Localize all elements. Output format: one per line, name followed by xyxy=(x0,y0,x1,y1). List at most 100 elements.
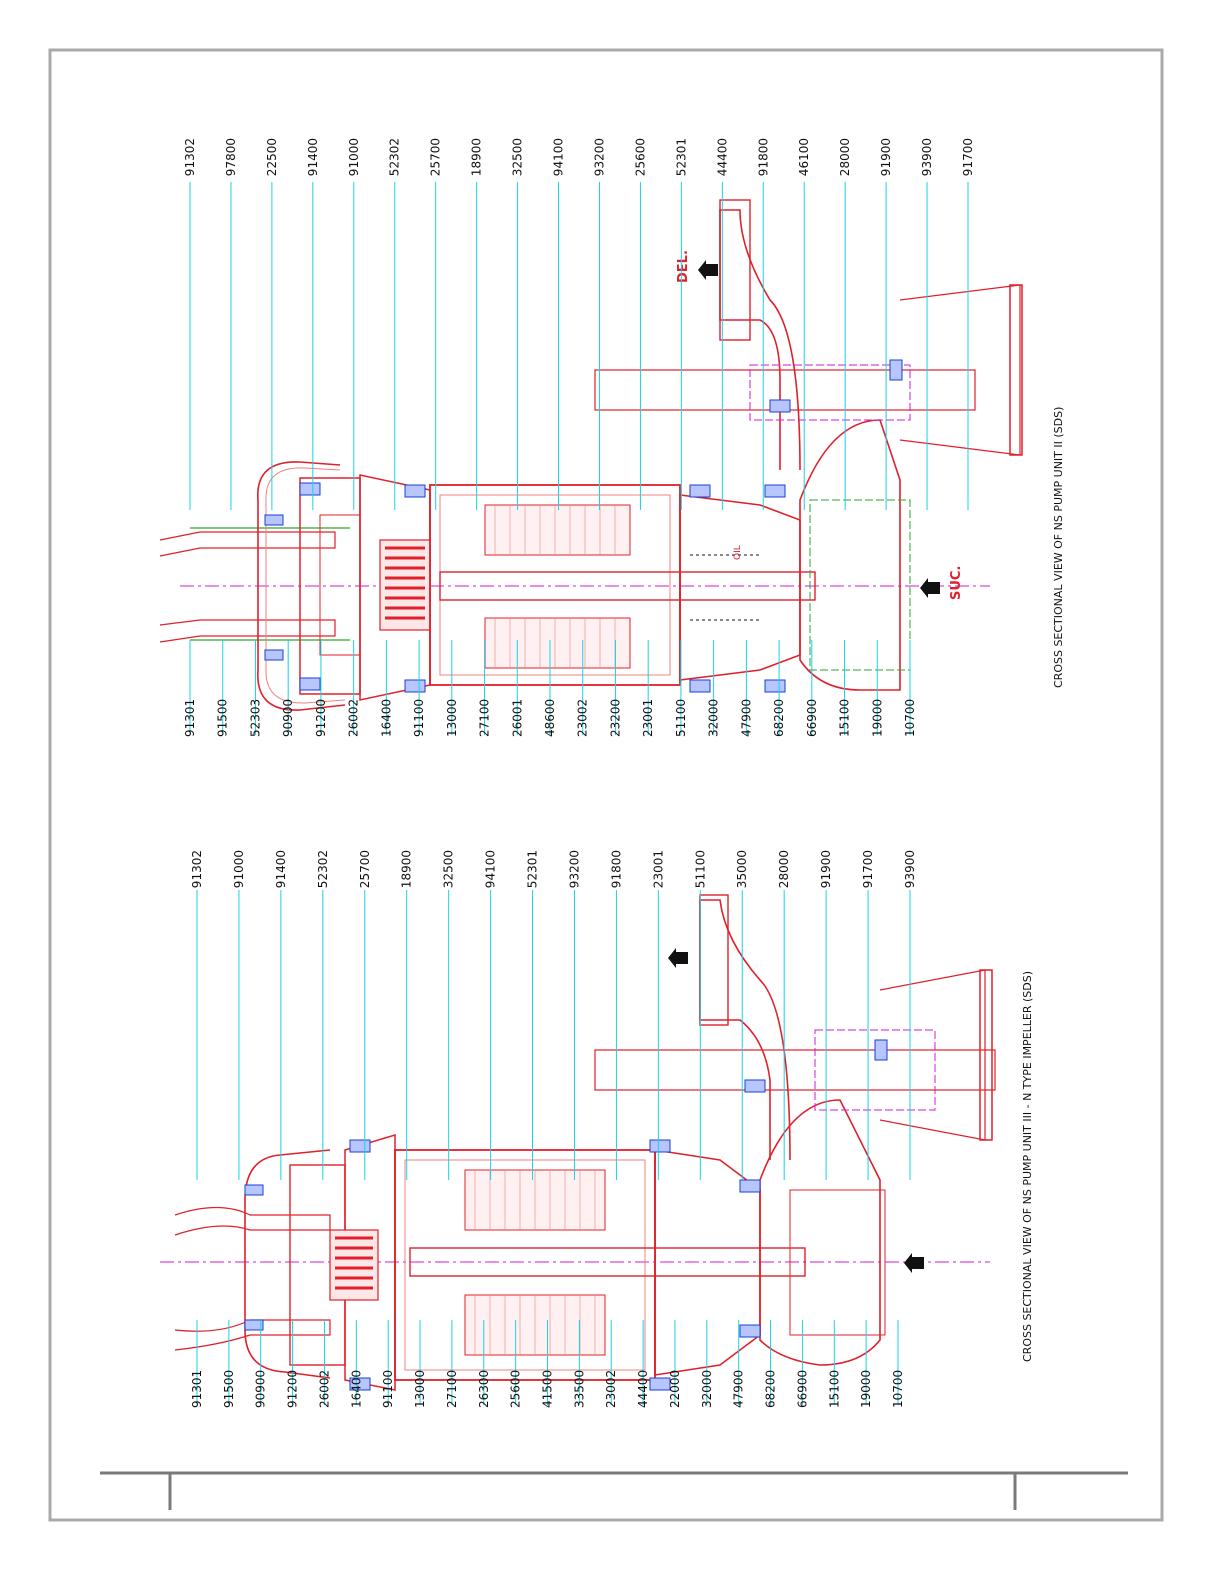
unit-ii-bottom-part-label: 66900 xyxy=(805,699,819,737)
sheet-border xyxy=(48,48,1164,1522)
unit-iii-top-part-label: 93200 xyxy=(567,850,581,888)
unit-ii-top-part-label: 91302 xyxy=(183,138,197,176)
unit-ii-bottom-part-label: 51100 xyxy=(674,699,688,737)
unit-iii-top-part-label: 91700 xyxy=(861,850,875,888)
unit-ii-top-part-label: 25600 xyxy=(633,138,647,176)
unit-ii-bottom-part-label: 52303 xyxy=(248,699,262,737)
unit-iii-bottom-part-label: 91301 xyxy=(190,1370,204,1408)
unit-iii-bottom-part-label: 91500 xyxy=(222,1370,236,1408)
unit-iii-shaft xyxy=(409,1247,806,1277)
unit-ii-bottom-part-label: 16400 xyxy=(379,699,393,737)
unit-iii-top-part-label: 52301 xyxy=(526,850,540,888)
unit-iii-top-part-label: 25700 xyxy=(358,850,372,888)
unit-iii-top-part-label: 18900 xyxy=(400,850,414,888)
unit-ii-top-part-label: 91800 xyxy=(756,138,770,176)
unit-ii-top-part-label: 22500 xyxy=(265,138,279,176)
unit-ii-bottom-part-label: 68200 xyxy=(772,699,786,737)
unit-iii-delivery-arrow xyxy=(668,948,688,968)
unit-ii-bottom-part-label: 48600 xyxy=(543,699,557,737)
unit-ii-oil-label: OIL xyxy=(733,545,743,560)
unit-iii-volute-casing xyxy=(759,1099,881,1366)
unit-iii-bottom-part-label: 16400 xyxy=(349,1370,363,1408)
unit-ii-bottom-part-label: 23001 xyxy=(641,699,655,737)
pump-unit-iii-drawing xyxy=(160,894,996,1391)
unit-iii-base xyxy=(879,969,986,1141)
unit-ii-top-part-label: 91900 xyxy=(879,138,893,176)
unit-ii-lifting-bail xyxy=(257,461,346,711)
unit-ii-top-part-label: 52302 xyxy=(388,138,402,176)
unit-ii-bottom-part-label: 90900 xyxy=(281,699,295,737)
unit-iii-top-part-label: 91000 xyxy=(232,850,246,888)
unit-ii-bottom-part-label: 91200 xyxy=(314,699,328,737)
unit-iii-guide-rail xyxy=(594,1049,996,1091)
unit-iii-title: CROSS SECTIONAL VIEW OF NS PUMP UNIT III… xyxy=(1021,971,1034,1362)
unit-iii-bottom-part-label: 10700 xyxy=(891,1370,905,1408)
unit-ii-stator xyxy=(484,504,631,669)
unit-iii-bottom-part-label: 25600 xyxy=(509,1370,523,1408)
leader-lines xyxy=(189,182,969,1405)
unit-ii-top-part-label: 97800 xyxy=(224,138,238,176)
unit-iii-bottom-part-label: 68200 xyxy=(764,1370,778,1408)
unit-ii-bottom-part-label: 27100 xyxy=(478,699,492,737)
unit-iii-bottom-part-label: 41500 xyxy=(541,1370,555,1408)
unit-ii-bottom-part-label: 32000 xyxy=(707,699,721,737)
unit-iii-top-part-label: 93900 xyxy=(903,850,917,888)
unit-iii-bottom-part-label: 27100 xyxy=(445,1370,459,1408)
unit-ii-suction-arrow xyxy=(920,578,940,598)
unit-iii-bottom-part-label: 22000 xyxy=(668,1370,682,1408)
unit-ii-top-part-label: 25700 xyxy=(429,138,443,176)
unit-iii-top-part-label: 94100 xyxy=(484,850,498,888)
unit-ii-terminal-block xyxy=(379,539,431,631)
unit-ii-top-part-label: 93200 xyxy=(592,138,606,176)
unit-ii-top-part-label: 44400 xyxy=(715,138,729,176)
unit-iii-bottom-part-label: 91100 xyxy=(381,1370,395,1408)
unit-ii-bottom-part-label: 15100 xyxy=(838,699,852,737)
unit-iii-bottom-part-label: 19000 xyxy=(859,1370,873,1408)
unit-ii-top-part-label: 52301 xyxy=(674,138,688,176)
unit-iii-bottom-part-label: 44400 xyxy=(636,1370,650,1408)
unit-iii-top-part-label: 51100 xyxy=(693,850,707,888)
unit-ii-base xyxy=(899,284,1021,456)
unit-ii-bottom-part-label: 23002 xyxy=(576,699,590,737)
unit-ii-cables xyxy=(159,527,350,643)
unit-iii-bottom-part-label: 26002 xyxy=(317,1370,331,1408)
unit-ii-bottom-part-label: 47900 xyxy=(739,699,753,737)
unit-iii-suction-arrow xyxy=(904,1253,924,1273)
unit-ii-bottom-part-label: 91500 xyxy=(216,699,230,737)
unit-iii-bottom-part-label: 66900 xyxy=(795,1370,809,1408)
unit-ii-bottom-part-label: 26001 xyxy=(510,699,524,737)
unit-ii-top-part-label: 91700 xyxy=(961,138,975,176)
unit-ii-bottom-part-label: 13000 xyxy=(445,699,459,737)
unit-ii-bottom-part-label: 19000 xyxy=(870,699,884,737)
unit-iii-stator xyxy=(464,1169,606,1356)
unit-iii-bottom-part-label: 23002 xyxy=(604,1370,618,1408)
unit-iii-top-part-label: 23001 xyxy=(651,850,665,888)
unit-iii-lifting-bail xyxy=(244,1149,331,1379)
unit-ii-delivery-label: DEL. xyxy=(676,250,691,283)
unit-ii-top-part-label: 46100 xyxy=(797,138,811,176)
unit-ii-bottom-part-label: 26002 xyxy=(347,699,361,737)
unit-ii-top-part-label: 18900 xyxy=(470,138,484,176)
unit-iii-bottom-part-label: 13000 xyxy=(413,1370,427,1408)
unit-iii-cables xyxy=(174,1206,331,1351)
unit-ii-top-part-label: 28000 xyxy=(838,138,852,176)
unit-iii-top-part-label: 91302 xyxy=(190,850,204,888)
unit-iii-bottom-part-label: 26300 xyxy=(477,1370,491,1408)
unit-iii-bottom-part-label: 47900 xyxy=(732,1370,746,1408)
pump-unit-ii-drawing: DEL. SUC. OIL xyxy=(159,199,1023,711)
unit-ii-top-part-label: 93900 xyxy=(920,138,934,176)
unit-ii-title: CROSS SECTIONAL VIEW OF NS PUMP UNIT II … xyxy=(1052,407,1065,688)
unit-iii-bottom-part-label: 91200 xyxy=(286,1370,300,1408)
unit-iii-top-part-label: 35000 xyxy=(735,850,749,888)
unit-ii-top-part-label: 32500 xyxy=(511,138,525,176)
unit-ii-discharge-elbow xyxy=(719,209,801,471)
unit-ii-bottom-part-label: 23200 xyxy=(608,699,622,737)
unit-iii-top-part-label: 52302 xyxy=(316,850,330,888)
unit-iii-top-part-label: 91400 xyxy=(274,850,288,888)
unit-ii-bottom-part-label: 91100 xyxy=(412,699,426,737)
